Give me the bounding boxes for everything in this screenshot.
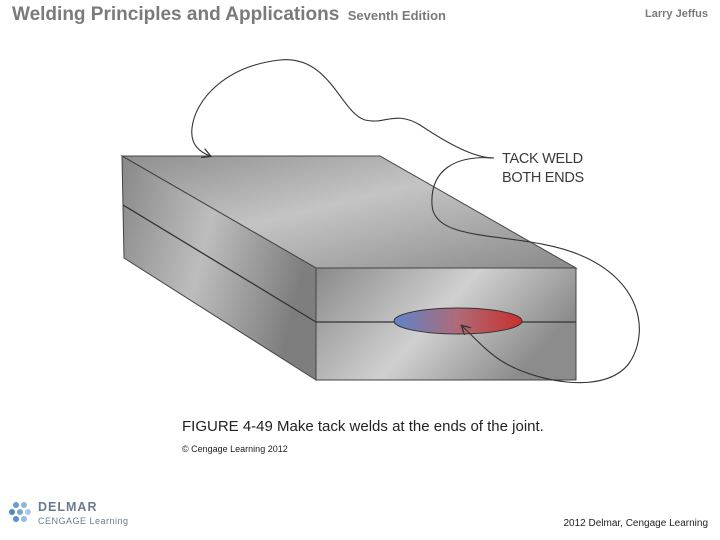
logo-text-delmar: DELMAR: [38, 500, 98, 514]
callout-arrow-far: [191, 59, 495, 159]
joint-line-side: [122, 204, 317, 323]
callout-line-1: TACK WELD: [502, 151, 583, 167]
tack-weld: [393, 307, 523, 335]
callout-line-2: BOTH ENDS: [502, 170, 584, 186]
callout-arrow-near: [431, 157, 640, 384]
book-author: Larry Jeffus: [645, 8, 708, 20]
figure-caption: FIGURE 4-49 Make tack welds at the ends …: [182, 418, 544, 435]
tack-weld-callout: TACK WELD BOTH ENDS: [502, 150, 584, 188]
delmar-logo-icon: [9, 502, 31, 522]
book-title-main: Welding Principles and Applications: [12, 4, 340, 25]
book-edition: Seventh Edition: [347, 8, 446, 23]
logo-text-cengage: CENGAGE Learning: [38, 516, 129, 526]
footer-publisher: 2012 Delmar, Cengage Learning: [563, 518, 708, 529]
plate-front-face: [315, 267, 577, 381]
figure-copyright: © Cengage Learning 2012: [182, 444, 288, 454]
book-title: Welding Principles and Applications Seve…: [12, 4, 446, 26]
